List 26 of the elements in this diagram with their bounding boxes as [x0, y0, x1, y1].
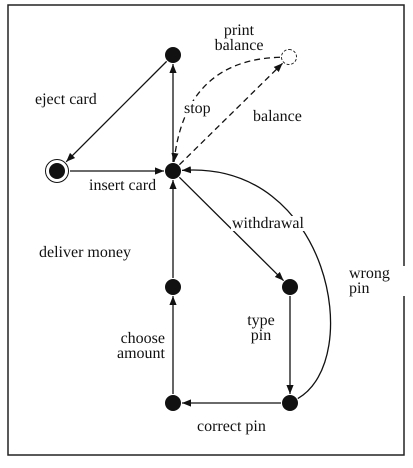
transition-arrow [182, 167, 332, 400]
initial-state-circle [45, 159, 69, 183]
edge-label: withdrawal [231, 216, 305, 231]
transition-arrow [169, 64, 177, 162]
state-dot [165, 395, 181, 411]
state-dot [282, 395, 298, 411]
transition-arrow [178, 176, 284, 282]
edge-label: stop [183, 101, 212, 116]
state-dot [165, 279, 181, 295]
dashed-state-circle [281, 49, 297, 65]
transition-arrow [169, 296, 177, 394]
state-dot [165, 163, 181, 179]
state-dot [282, 279, 298, 295]
edge-label: balance [252, 109, 303, 124]
dashed-transition-arrow [178, 62, 284, 166]
transition-arrow [70, 167, 164, 175]
transition-arrow [182, 399, 281, 407]
edge-label: correct pin [196, 419, 267, 434]
transition-arrow [66, 60, 168, 162]
edge-label: insert card [88, 178, 158, 193]
edge-label: eject card [34, 92, 98, 107]
dashed-transition-arrow [172, 56, 280, 162]
transition-arrow [169, 180, 177, 278]
transition-arrow [286, 296, 294, 394]
state-dot [165, 47, 181, 63]
edge-label: deliver money [38, 245, 132, 260]
